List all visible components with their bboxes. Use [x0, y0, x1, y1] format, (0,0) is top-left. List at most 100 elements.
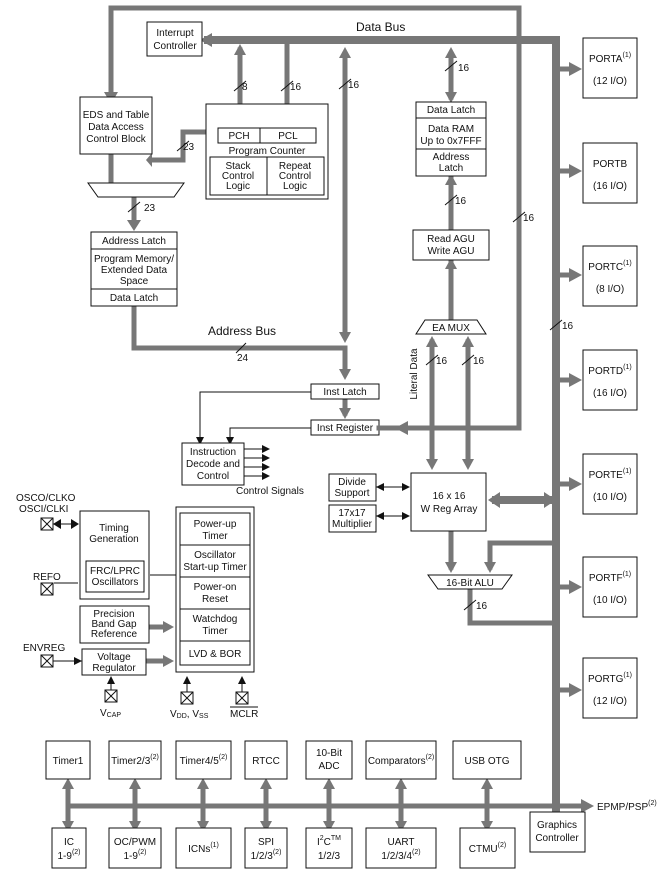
control-signal-arrows: [244, 445, 270, 480]
repeat-label-3: Logic: [283, 181, 307, 192]
osc-startup-label-1: Oscillator: [194, 550, 236, 561]
data-bus-label: Data Bus: [356, 20, 405, 34]
periph-bottom-box-2: [175, 827, 232, 869]
vcap-label: VCAP: [100, 708, 121, 719]
address-bus-line: [131, 303, 348, 375]
data-bus-line: [204, 36, 560, 816]
agu-label-1: Read AGU: [427, 234, 475, 245]
program-memory-block: [90, 231, 178, 307]
port-box-2: [582, 245, 638, 307]
data-ram-label-2: Up to 0x7FFF: [420, 136, 481, 147]
divide-support-block: [328, 473, 377, 502]
graphics-label-1: Graphics: [537, 820, 577, 831]
inst-latch-block: [310, 383, 380, 400]
power-on-label-1: Power-on: [194, 582, 237, 593]
eds-label-2: Data Access: [88, 122, 144, 133]
inst-latch-label: Inst Latch: [323, 387, 366, 398]
port-io-2: (8 I/O): [596, 284, 624, 295]
port-name-3: PORTD(1): [588, 364, 631, 377]
port-name-6: PORTG(1): [588, 672, 632, 685]
periph-bottom-label-1: OC/PWM: [114, 837, 156, 848]
ea-mux-label: EA MUX: [432, 323, 470, 334]
port-name-2: PORTC(1): [588, 260, 631, 273]
width-16-lit: 16: [436, 356, 448, 367]
periph-top-label-5: Comparators(2): [368, 754, 434, 767]
periph-bottom-box-6: [459, 827, 516, 869]
port-box-4: [582, 453, 638, 515]
peripherals-bottom-group: IC1-9(2)OC/PWM1-9(2)ICNs(1)SPI1/2/3(2)I2…: [51, 827, 516, 869]
power-up-label-2: Timer: [202, 531, 228, 542]
port-box-3: [582, 349, 638, 411]
periph-top-box-6: [452, 740, 522, 780]
agu-label-2: Write AGU: [427, 246, 474, 257]
pc-to-mux-bus: [149, 129, 208, 163]
decode-label-3: Control: [197, 471, 229, 482]
graphics-label-2: Controller: [535, 833, 579, 844]
periph-top-label-2: Timer4/5(2): [180, 754, 228, 767]
port-name-5: PORTF(1): [589, 571, 631, 584]
width-16-agu: 16: [455, 196, 467, 207]
pch-label: PCH: [228, 131, 249, 142]
periph-bottom-sub-0: 1-9(2): [57, 849, 80, 862]
interrupt-controller-label-2: Controller: [153, 41, 197, 52]
power-up-label-1: Power-up: [194, 519, 237, 530]
control-signals-label: Control Signals: [236, 486, 304, 497]
ram-address-latch-1: Address: [433, 152, 470, 163]
refo-label: REFO: [33, 572, 61, 583]
pm-data-latch-label: Data Latch: [110, 293, 158, 304]
port-arrows: [553, 62, 594, 813]
repeat-label-2: Control: [279, 171, 311, 182]
program-memory-label-2: Extended Data: [101, 265, 168, 276]
bandgap-label-1: Precision: [93, 609, 134, 620]
alu-block: [427, 574, 513, 590]
width-24: 24: [237, 353, 249, 364]
port-io-4: (10 I/O): [593, 492, 627, 503]
multiplier-label-1: 17x17: [338, 508, 366, 519]
program-memory-label-3: Space: [120, 276, 149, 287]
vdd-vss-label: VDD, VSS: [170, 709, 209, 720]
power-on-label-2: Reset: [202, 594, 228, 605]
periph-bottom-box-3: [244, 827, 288, 869]
data-ram-block: [415, 101, 487, 177]
pcl-label: PCL: [278, 131, 298, 142]
periph-top-box-0: [45, 740, 91, 780]
vreg-label-2: Regulator: [92, 663, 136, 674]
address-latch-label: Address Latch: [102, 236, 166, 247]
ea-mux-block: [415, 319, 487, 335]
repeat-label-1: Repeat: [279, 161, 311, 172]
periph-bottom-label-0: IC: [64, 837, 74, 848]
width-23-pc: 23: [183, 142, 195, 153]
lvd-label: LVD & BOR: [189, 649, 242, 660]
divide-label-2: Support: [334, 488, 369, 499]
ram-address-latch-2: Latch: [439, 163, 463, 174]
bandgap-label-3: Reference: [91, 629, 138, 640]
width-16-right: 16: [523, 213, 535, 224]
divide-label-1: Divide: [338, 477, 366, 488]
alu-label: 16-Bit ALU: [446, 578, 494, 589]
width-16-pcl: 16: [290, 82, 302, 93]
wreg-label-1: 16 x 16: [433, 491, 466, 502]
inst-register-label: Inst Register: [317, 423, 374, 434]
data-ram-label-1: Data RAM: [428, 124, 474, 135]
timing-label-1: Timing: [99, 523, 129, 534]
data-latch-label: Data Latch: [427, 105, 475, 116]
eds-block: [79, 96, 153, 155]
periph-bottom-sub-3: 1/2/3(2): [251, 849, 282, 862]
osco-label: OSCO/CLKO: [16, 493, 76, 504]
frc-label-2: Oscillators: [92, 577, 139, 588]
periph-bottom-label-3: SPI: [258, 837, 274, 848]
frc-label-1: FRC/LPRC: [90, 566, 140, 577]
width-16-inst: 16: [348, 80, 360, 91]
watchdog-label-1: Watchdog: [193, 614, 238, 625]
periph-bottom-box-4: [305, 827, 353, 869]
envreg-label: ENVREG: [23, 643, 65, 654]
stack-label-3: Logic: [226, 181, 250, 192]
periph-top-box-5: [365, 740, 437, 780]
periph-top-box-2: [175, 740, 232, 780]
stack-label-2: Control: [222, 171, 254, 182]
width-8: 8: [242, 82, 248, 93]
port-box-1: [582, 142, 638, 204]
periph-bottom-label-4: I2CTM: [317, 835, 341, 848]
